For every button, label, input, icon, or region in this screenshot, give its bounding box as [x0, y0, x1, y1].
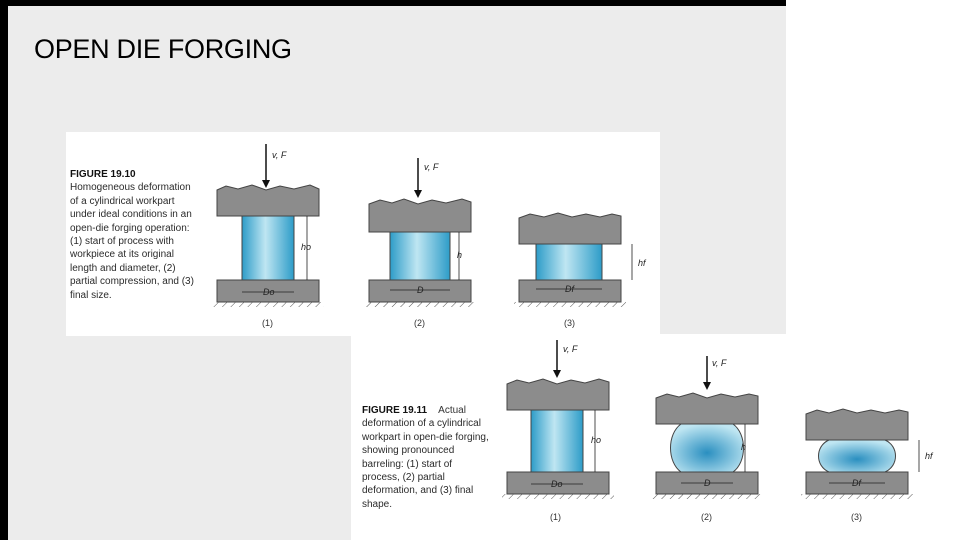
fig1-stage-3: hf Df (3) — [514, 212, 647, 328]
stage-label: (3) — [851, 512, 862, 522]
stage-label: (3) — [564, 318, 575, 328]
figure-19-11-title-word: Actual — [438, 405, 466, 416]
stage-label: (1) — [262, 318, 273, 328]
height-label: hf — [925, 451, 934, 461]
workpiece — [389, 231, 451, 281]
figure-19-11-number: FIGURE 19.11 — [362, 405, 428, 416]
upper-die — [655, 392, 759, 425]
workpiece — [818, 439, 896, 473]
figure-19-11-diagram: v, F ho Do (1) v, F h D (2) — [502, 340, 934, 522]
force-label: v, F — [272, 150, 287, 160]
workpiece — [530, 409, 584, 473]
fig2-stage-1: v, F ho Do (1) — [502, 340, 614, 522]
slide-title: OPEN DIE FORGING — [34, 34, 292, 64]
figure-19-10-diagram: v, F ho Do (1) v, F h D (2) — [212, 144, 647, 328]
height-label: ho — [591, 435, 601, 445]
workpiece — [535, 243, 603, 281]
diameter-label: D — [417, 285, 424, 295]
fig1-stage-1: v, F ho Do (1) — [212, 144, 324, 328]
diameter-label: Do — [263, 287, 275, 297]
force-label: v, F — [424, 162, 439, 172]
stage-label: (1) — [550, 512, 561, 522]
fig2-stage-3: hf Df (3) — [801, 408, 934, 522]
ground-hatch — [514, 302, 626, 307]
figure-19-11: FIGURE 19.11 Actual deformation of a cyl… — [351, 334, 960, 540]
figure-19-11-caption: FIGURE 19.11 Actual deformation of a cyl… — [362, 404, 492, 511]
workpiece — [670, 423, 744, 473]
height-label: hf — [638, 258, 647, 268]
ground-hatch — [651, 494, 763, 499]
workpiece — [241, 215, 295, 281]
diameter-label: Df — [852, 478, 862, 488]
force-arrow-head — [703, 382, 711, 390]
height-label: h — [741, 442, 746, 452]
upper-die — [805, 408, 909, 441]
figure-19-10: FIGURE 19.10 Homogeneous deformation of … — [66, 132, 660, 336]
ground-hatch — [801, 494, 913, 499]
slide-top-border — [0, 0, 786, 6]
upper-die — [518, 212, 622, 245]
force-arrow-head — [262, 180, 270, 188]
force-arrow-head — [553, 370, 561, 378]
diameter-label: Do — [551, 479, 563, 489]
force-label: v, F — [563, 344, 578, 354]
figure-19-10-caption: FIGURE 19.10 Homogeneous deformation of … — [70, 168, 200, 302]
figure-19-10-caption-text: Homogeneous deformation of a cylindrical… — [70, 182, 194, 301]
ground-hatch — [502, 494, 614, 499]
slide-left-border — [0, 0, 8, 540]
upper-die — [368, 198, 472, 233]
figure-19-10-number: FIGURE 19.10 — [70, 169, 136, 180]
upper-die — [216, 184, 320, 217]
height-label: h — [457, 250, 462, 260]
force-label: v, F — [712, 358, 727, 368]
height-label: ho — [301, 242, 311, 252]
ground-hatch — [212, 302, 324, 307]
fig1-stage-2: v, F h D (2) — [364, 158, 476, 328]
figure-19-11-caption-text: deformation of a cylindrical workpart in… — [362, 418, 489, 510]
fig2-stage-2: v, F h D (2) — [651, 356, 763, 522]
force-arrow-head — [414, 190, 422, 198]
stage-label: (2) — [414, 318, 425, 328]
diameter-label: Df — [565, 284, 575, 294]
diameter-label: D — [704, 478, 711, 488]
upper-die — [506, 378, 610, 411]
ground-hatch — [364, 302, 476, 307]
stage-label: (2) — [701, 512, 712, 522]
